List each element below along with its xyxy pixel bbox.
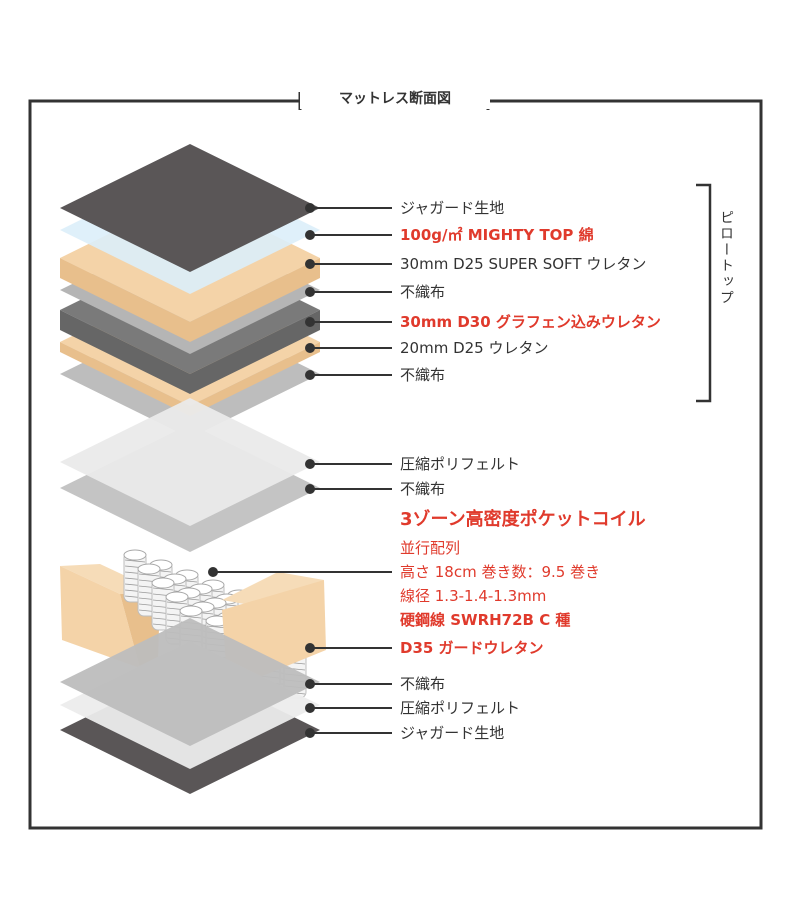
- guard-foam-right-top: [222, 572, 324, 608]
- layer-jacquard-top: [60, 144, 320, 272]
- pillow-top-label: ピロートップ: [718, 210, 734, 306]
- label-guard-foam: D35 ガードウレタン: [400, 639, 544, 657]
- label-coil-wire-type: 硬鋼線 SWRH72B C 種: [400, 611, 571, 629]
- pillow-top-bracket: [696, 183, 712, 403]
- label-coil-heading: 3ゾーン高密度ポケットコイル: [400, 509, 646, 530]
- label-coil-wire-diameter: 線径 1.3-1.4-1.3mm: [400, 587, 547, 605]
- label-nonwoven-upper-2: 不織布: [400, 366, 446, 384]
- leader-lines: [208, 203, 392, 738]
- label-nonwoven-bottom: 不織布: [400, 675, 446, 693]
- layer-foam-30mm-side: [60, 258, 320, 342]
- label-felt-bottom: 圧縮ポリフェルト: [400, 699, 521, 717]
- label-coil-height-turns: 高さ 18cm 巻き数：9.5 巻き: [400, 563, 601, 581]
- label-jacquard-top: ジャガード生地: [400, 199, 505, 217]
- layer-graphene-side: [60, 310, 320, 394]
- layer-nonwoven-bottom: [60, 618, 320, 746]
- label-felt-middle: 圧縮ポリフェルト: [400, 455, 521, 473]
- label-graphene-foam: 30mm D30 グラフェン込みウレタン: [400, 313, 661, 331]
- label-foam-20mm: 20mm D25 ウレタン: [400, 339, 549, 357]
- guard-foam-left-front: [60, 566, 140, 668]
- label-foam-30mm: 30mm D25 SUPER SOFT ウレタン: [400, 255, 647, 273]
- label-nonwoven-upper-1: 不織布: [400, 283, 446, 301]
- label-nonwoven-middle: 不織布: [400, 480, 446, 498]
- outer-frame: [28, 99, 763, 830]
- label-jacquard-bottom: ジャガード生地: [400, 724, 505, 742]
- label-coil-arrangement: 並行配列: [400, 539, 461, 557]
- layer-felt-middle: [60, 398, 320, 526]
- label-mighty-top-cotton: 100g/㎡ MIGHTY TOP 綿: [400, 226, 594, 244]
- diagram-title: マットレス断面図: [300, 89, 490, 109]
